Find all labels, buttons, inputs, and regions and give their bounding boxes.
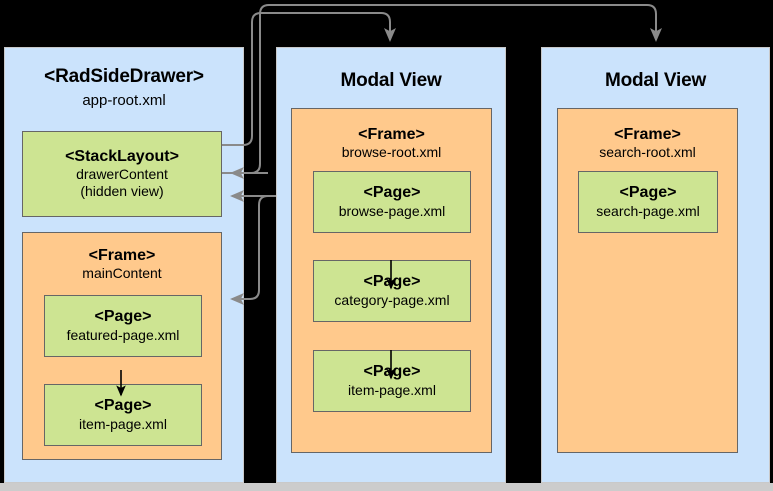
box-search-root-sub: search-root.xml [599, 144, 696, 161]
box-search-page-sub: search-page.xml [596, 202, 700, 219]
box-drawer-content-title: <StackLayout> [65, 148, 179, 165]
box-category-page-title: <Page> [363, 273, 421, 291]
box-featured-page-title: <Page> [94, 308, 152, 326]
box-search-page-title: <Page> [619, 184, 677, 202]
box-main-content-title: <Frame> [88, 247, 156, 264]
box-drawer-content-sub2: (hidden view) [80, 183, 164, 200]
box-main-content-sub: mainContent [82, 265, 162, 282]
box-item-page-browse[interactable]: <Page> item-page.xml [313, 350, 471, 412]
box-item-page-main-sub: item-page.xml [79, 415, 167, 432]
box-item-page-browse-title: <Page> [363, 363, 421, 381]
panel-app-root-title: <RadSideDrawer> [44, 66, 204, 87]
box-featured-page-sub: featured-page.xml [66, 326, 180, 343]
panel-search-modal-title: Modal View [604, 70, 707, 91]
box-main-content[interactable]: <Frame> mainContent <Page> featured-page… [22, 232, 222, 460]
panel-app-root-subtitle: app-root.xml [82, 92, 166, 109]
box-search-root-title: <Frame> [614, 126, 681, 143]
box-item-page-main[interactable]: <Page> item-page.xml [44, 384, 202, 446]
box-browse-page[interactable]: <Page> browse-page.xml [313, 171, 471, 233]
box-browse-root-title: <Frame> [358, 126, 425, 143]
panel-app-root: <RadSideDrawer> app-root.xml <StackLayou… [4, 47, 244, 483]
box-category-page[interactable]: <Page> category-page.xml [313, 260, 471, 322]
panel-browse-modal: Modal View <Frame> browse-root.xml <Page… [276, 47, 506, 483]
box-search-page[interactable]: <Page> search-page.xml [578, 171, 718, 233]
box-browse-page-title: <Page> [363, 184, 421, 202]
box-drawer-content-sub: drawerContent [76, 166, 168, 183]
box-search-root[interactable]: <Frame> search-root.xml <Page> search-pa… [557, 108, 738, 453]
bottom-strip [0, 483, 773, 491]
box-drawer-content[interactable]: <StackLayout> drawerContent (hidden view… [22, 131, 222, 217]
box-item-page-main-title: <Page> [94, 397, 152, 415]
box-category-page-sub: category-page.xml [334, 291, 450, 308]
panel-search-modal: Modal View <Frame> search-root.xml <Page… [541, 47, 770, 483]
box-browse-root[interactable]: <Frame> browse-root.xml <Page> browse-pa… [291, 108, 492, 453]
box-featured-page[interactable]: <Page> featured-page.xml [44, 295, 202, 357]
box-browse-page-sub: browse-page.xml [338, 202, 446, 219]
panel-browse-modal-title: Modal View [340, 70, 442, 91]
box-item-page-browse-sub: item-page.xml [348, 381, 436, 398]
box-browse-root-sub: browse-root.xml [341, 144, 442, 161]
